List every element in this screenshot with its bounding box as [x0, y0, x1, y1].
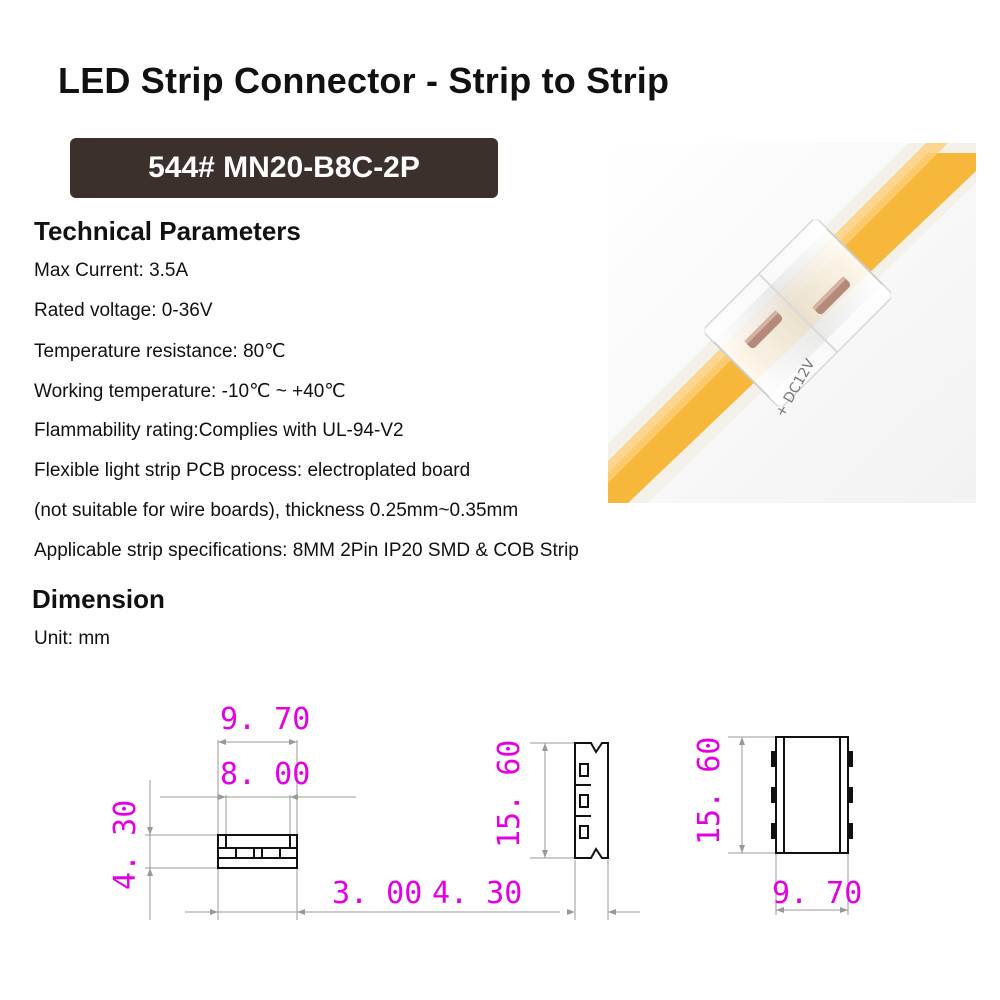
param-max-current: Max Current: 3.5A — [34, 260, 189, 281]
model-badge: 544# MN20-B8C-2P — [70, 138, 498, 198]
dim-top-width-inner: 8. 00 — [220, 757, 311, 792]
param-strip-spec: Applicable strip specifications: 8MM 2Pi… — [34, 540, 579, 561]
dim-bottom-a: 3. 00 — [332, 876, 423, 911]
unit-label: Unit: mm — [34, 628, 110, 649]
param-temp-resistance: Temperature resistance: 80℃ — [34, 341, 286, 362]
dim-front-width: 9. 70 — [772, 876, 863, 911]
dim-side-height: 15. 60 — [492, 739, 527, 848]
param-working-temp: Working temperature: -10℃ ~ +40℃ — [34, 381, 346, 402]
dim-front-height: 15. 60 — [692, 736, 727, 845]
technical-heading: Technical Parameters — [34, 216, 301, 246]
page-title: LED Strip Connector - Strip to Strip — [58, 60, 670, 101]
dim-top-width-outer: 9. 70 — [220, 702, 311, 737]
product-photo: + DC12V — [608, 143, 976, 503]
dimension-heading: Dimension — [32, 584, 165, 614]
dim-left-height: 4. 30 — [108, 799, 143, 890]
param-pcb-process: Flexible light strip PCB process: electr… — [34, 460, 471, 481]
param-pcb-thickness: (not suitable for wire boards), thicknes… — [34, 500, 519, 521]
param-flammability: Flammability rating:Complies with UL-94-… — [34, 420, 404, 441]
dim-bottom-b: 4. 30 — [432, 876, 523, 911]
param-rated-voltage: Rated voltage: 0-36V — [34, 300, 213, 321]
